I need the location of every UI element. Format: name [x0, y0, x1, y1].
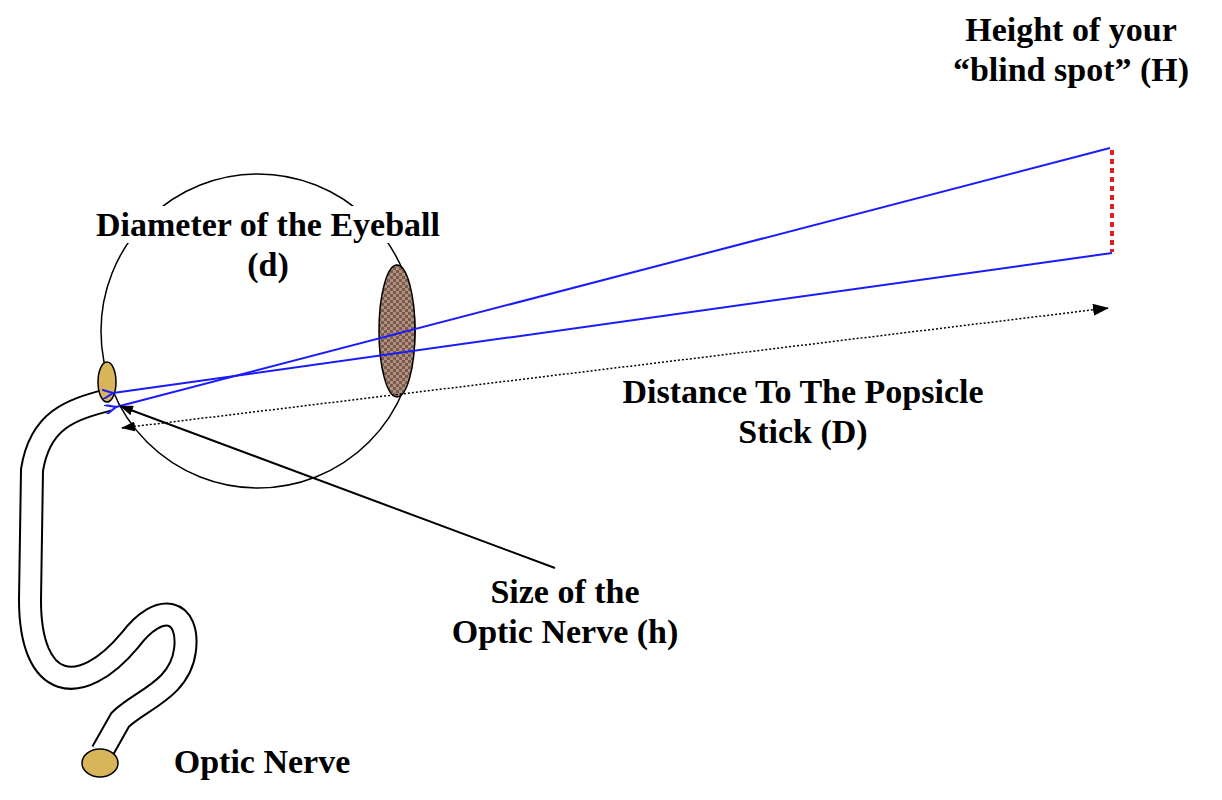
diagram-label: Distance To The Popsicle Stick (D) — [613, 372, 993, 452]
leader-line — [120, 406, 555, 568]
diagram-label: Optic Nerve — [112, 742, 412, 782]
optic-nerve-tube-inner — [30, 400, 186, 752]
optic-nerve-tube — [30, 400, 186, 752]
diagram-label: Height of your “blind spot” (H) — [926, 10, 1216, 90]
optic-nerve-head — [98, 362, 116, 402]
diagram-label: Diameter of the Eyeball (d) — [88, 205, 448, 285]
optic-nerve-end — [82, 749, 118, 777]
distance-arrow — [122, 308, 1108, 428]
blind-spot-height — [1110, 150, 1114, 252]
diagram-label: Size of the Optic Nerve (h) — [450, 572, 680, 652]
